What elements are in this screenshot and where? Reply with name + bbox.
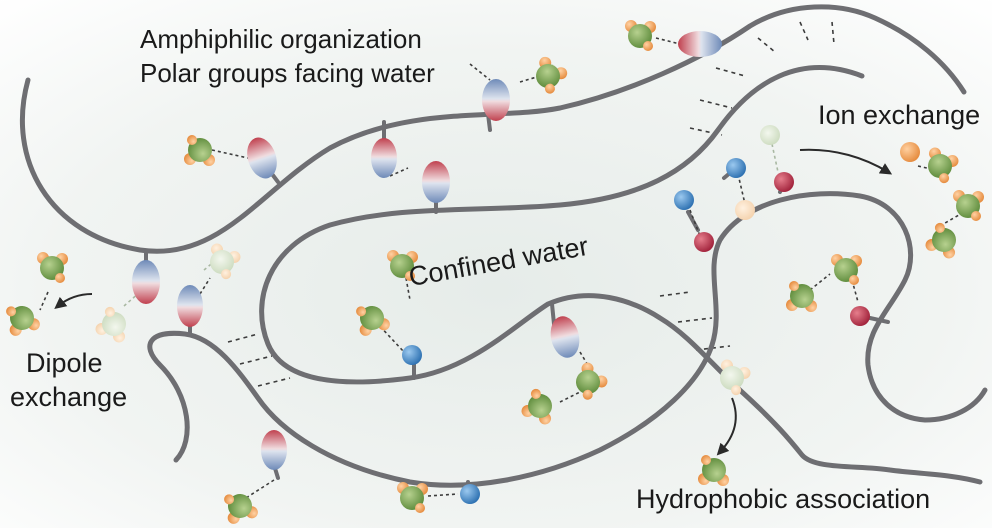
water-oxygen — [576, 370, 600, 394]
water-molecule-icon — [925, 222, 956, 259]
dipole-exchange-label-line1: Dipole — [26, 348, 103, 378]
water-molecule-icon — [6, 306, 40, 336]
dipole-group-icon — [482, 79, 510, 121]
water-molecule-icon — [576, 362, 608, 400]
water-hydrogen — [582, 389, 593, 400]
water-oxygen — [536, 64, 560, 88]
ionic-group-icon-anion — [726, 158, 746, 178]
arrow-icon — [54, 293, 93, 309]
water-oxygen — [102, 312, 126, 336]
ionic-groups — [402, 125, 920, 504]
water-hydrogen — [187, 135, 197, 145]
free-ion-icon-faded — [735, 200, 755, 220]
dipole-group-icon — [550, 316, 580, 358]
dipole-group-icon — [132, 260, 160, 304]
amphiphilic-label-line1: Amphiphilic organization — [140, 24, 422, 54]
water-molecule-icon — [928, 147, 959, 184]
water-hydrogen — [356, 306, 367, 317]
water-hydrogen — [104, 306, 115, 317]
arrows — [54, 148, 893, 456]
water-molecules — [6, 20, 984, 524]
water-hydrogen — [221, 269, 232, 280]
water-hydrogen — [971, 211, 981, 221]
water-molecule-icon — [831, 254, 862, 285]
water-molecule-icon — [953, 190, 984, 221]
dipole-group-icon — [422, 161, 450, 203]
water-molecule-icon — [184, 135, 215, 166]
water-hydrogen — [415, 503, 425, 513]
water-molecule-icon-faded — [210, 243, 241, 280]
water-molecule-icon — [397, 482, 428, 513]
water-molecule-icon — [786, 281, 817, 312]
dipole-group-icon — [371, 138, 397, 178]
water-molecule-icon — [625, 20, 656, 51]
water-molecule-icon-faded — [95, 306, 126, 343]
water-hydrogen — [530, 388, 541, 399]
water-molecule-icon — [536, 56, 568, 94]
ionic-group-icon-cation — [774, 172, 794, 192]
water-hydrogen — [701, 455, 711, 465]
water-molecule-icon — [37, 252, 68, 283]
water-hydrogen — [6, 306, 17, 317]
water-molecule-icon-faded — [720, 359, 751, 396]
ionic-group-icon-anion — [674, 190, 694, 210]
water-hydrogen — [224, 494, 235, 505]
dipole-group-icon — [247, 137, 277, 179]
water-hydrogen — [405, 271, 415, 281]
arrow-icon — [716, 397, 737, 456]
water-molecule-icon — [698, 455, 729, 486]
hydrophobic-association-label: Hydrophobic association — [636, 484, 931, 514]
ionic-group-icon-anion — [460, 484, 480, 504]
dipole-group-icon — [261, 430, 287, 470]
water-hydrogen — [55, 273, 65, 283]
amphiphilic-label-line2: Polar groups facing water — [140, 58, 435, 88]
polymer-chain-lower — [147, 191, 988, 488]
water-molecule-icon — [521, 388, 552, 425]
water-molecule-icon — [356, 306, 390, 336]
dipole-exchange-label-line2: exchange — [10, 382, 128, 412]
ionic-group-icon-anion — [402, 345, 422, 365]
dipole-group-icon — [678, 31, 722, 57]
water-oxygen — [932, 228, 956, 252]
water-hydrogen — [939, 173, 950, 184]
ion-exchange-label: Ion exchange — [818, 100, 981, 130]
water-oxygen — [210, 250, 234, 274]
free-ion-icon — [900, 142, 920, 162]
water-hydrogen — [731, 385, 742, 396]
polymer-chain-middle — [259, 65, 983, 485]
ionic-group-icon-cation — [850, 306, 870, 326]
water-oxygen — [528, 394, 552, 418]
free-ion-icon-faded — [760, 125, 780, 145]
water-molecule-icon — [387, 250, 418, 281]
water-molecule-icon — [224, 494, 258, 524]
water-hydrogen — [849, 275, 859, 285]
dipole-group-icon — [177, 285, 203, 327]
water-hydrogen — [544, 83, 555, 94]
water-hydrogen — [789, 281, 799, 291]
ionic-group-icon-cation — [694, 232, 714, 252]
water-oxygen — [720, 366, 744, 390]
dipole-groups — [132, 31, 722, 470]
arrow-icon — [799, 148, 893, 175]
water-hydrogen — [934, 222, 945, 233]
water-oxygen — [928, 154, 952, 178]
water-hydrogen — [643, 41, 653, 51]
